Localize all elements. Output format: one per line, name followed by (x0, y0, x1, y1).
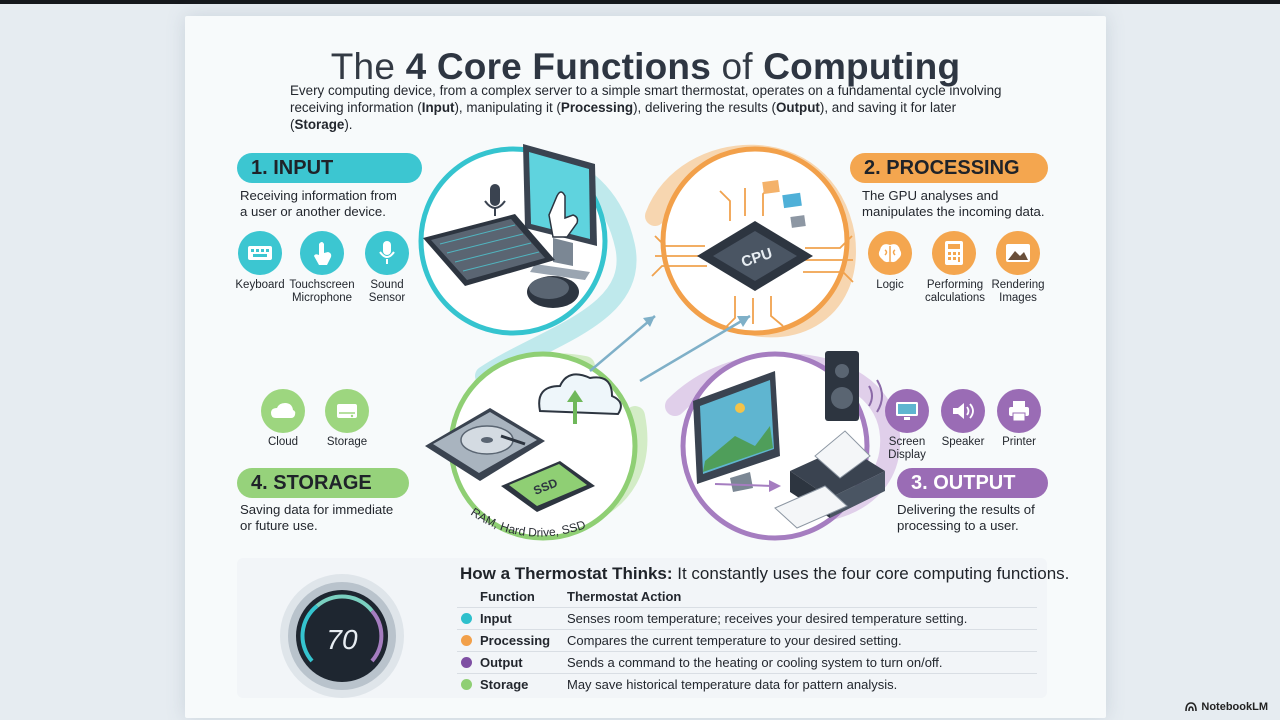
notebooklm-logo-icon (1185, 702, 1198, 712)
thermostat-heading: How a Thermostat Thinks: It constantly u… (460, 564, 1070, 583)
window-top-edge (0, 0, 1280, 4)
table-row: Output Sends a command to the heating or… (457, 651, 1037, 674)
input-dot-icon (461, 613, 472, 624)
input-computer-illustration (423, 144, 597, 308)
brain-icon (868, 231, 912, 275)
printer-label: Printer (1002, 436, 1036, 448)
speaker-label: Speaker (941, 436, 985, 448)
input-heading-pill: 1. INPUT (237, 153, 422, 183)
cloud-icon (261, 389, 305, 433)
processing-dot-icon (461, 635, 472, 646)
output-devices-illustration (693, 351, 885, 529)
logic-label: Logic (876, 279, 904, 291)
infographic-card: The 4 Core Functions of Computing Every … (185, 16, 1106, 718)
processing-to-output-arrow (639, 314, 751, 383)
cloud-label: Cloud (267, 436, 299, 448)
microphone-icon (365, 231, 409, 275)
processing-heading-pill: 2. PROCESSING (850, 153, 1048, 183)
storage-dot-icon (461, 679, 472, 690)
keyboard-label: Keyboard (235, 279, 285, 291)
speaker-icon (941, 389, 985, 433)
processing-to-storage-arrow (589, 315, 656, 372)
printer-icon (997, 389, 1041, 433)
output-heading-pill: 3. OUTPUT (897, 468, 1048, 498)
storage-devices-illustration: SSD (425, 373, 622, 512)
column-header-function: Function (480, 589, 535, 604)
thermostat-illustration: 70 (280, 574, 404, 698)
table-row: Storage May save historical temperature … (457, 673, 1037, 695)
table-header-row: Function Thermostat Action (457, 586, 1037, 608)
storage-heading-pill: 4. STORAGE (237, 468, 409, 498)
processing-cpu-illustration: CPU (651, 179, 854, 329)
intro-paragraph: Every computing device, from a complex s… (290, 83, 1002, 132)
cycle-diagram: CPU SSD RAM, Hard Drive, SSD (418, 144, 901, 541)
notebooklm-watermark: NotebookLM (1185, 701, 1268, 713)
storage-label: Storage (326, 436, 368, 448)
thermostat-table: Function Thermostat Action Input Senses … (457, 586, 1037, 695)
calculator-icon (932, 231, 976, 275)
monitor-icon (885, 389, 929, 433)
thermostat-reading: 70 (326, 624, 358, 655)
table-row: Processing Compares the current temperat… (457, 629, 1037, 652)
table-row: Input Senses room temperature; receives … (457, 607, 1037, 630)
output-dot-icon (461, 657, 472, 668)
keyboard-icon (238, 231, 282, 275)
page-title: The 4 Core Functions of Computing (330, 46, 961, 87)
touch-icon (300, 231, 344, 275)
drive-icon (325, 389, 369, 433)
column-header-action: Thermostat Action (567, 589, 682, 604)
image-icon (996, 231, 1040, 275)
